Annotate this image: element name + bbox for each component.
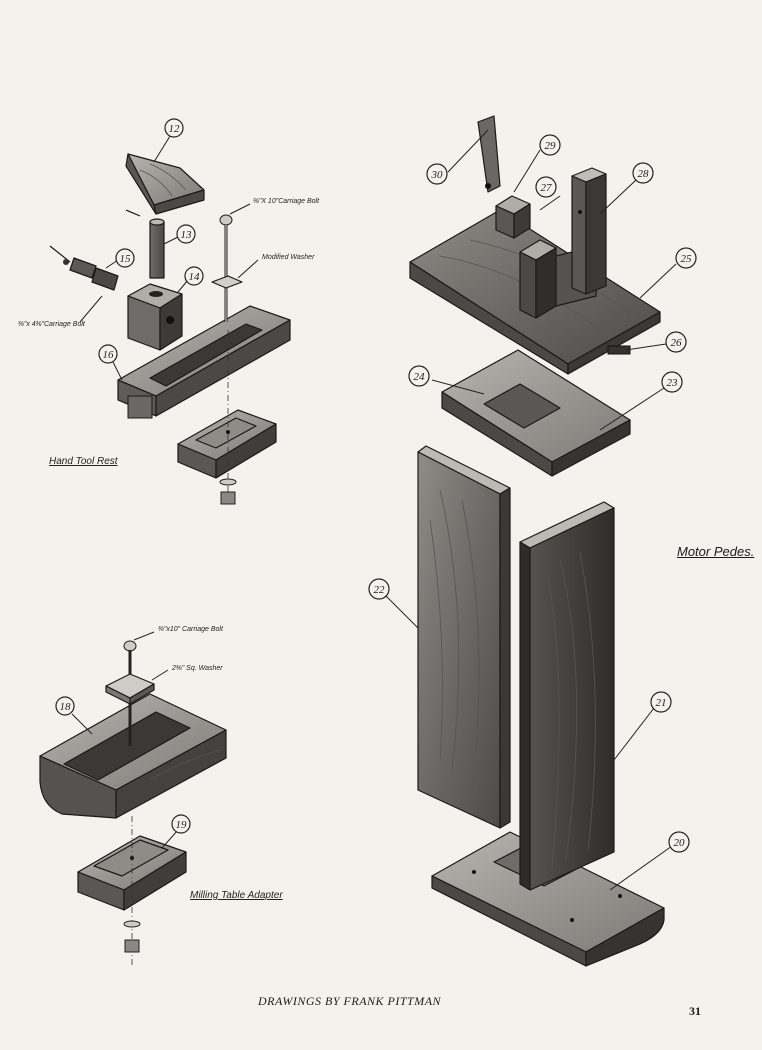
bubble-12: 12 [164, 118, 184, 138]
bubble-20: 20 [668, 831, 690, 853]
svg-text:18: 18 [60, 701, 72, 713]
part-29-block [495, 195, 531, 239]
title-motor-pedestal: Motor Pedes. [677, 544, 755, 559]
svg-text:24: 24 [414, 371, 426, 383]
svg-text:12: 12 [169, 123, 181, 135]
label-carriage-bolt-4: ⅜"x 4⅜"Carriage Bolt [18, 321, 85, 328]
bubble-15: 15 [115, 248, 135, 268]
bubble-22: 22 [368, 578, 390, 600]
clamp-block [177, 409, 277, 479]
svg-text:29: 29 [545, 140, 557, 152]
svg-text:19: 19 [176, 819, 188, 831]
carriage-bolt-10-top [219, 214, 233, 322]
svg-text:16: 16 [103, 349, 115, 361]
title-milling-table-adapter: Milling Table Adapter [190, 890, 283, 901]
motor-pedestal-group [385, 115, 677, 967]
svg-text:15: 15 [120, 253, 132, 265]
title-hand-tool-rest: Hand Tool Rest [49, 456, 118, 467]
bubble-28: 28 [632, 162, 654, 184]
hand-tool-rest-group [49, 135, 291, 505]
bubble-25: 25 [675, 247, 697, 269]
part-21-right-panel [519, 501, 615, 891]
svg-text:28: 28 [638, 168, 650, 180]
svg-text:14: 14 [189, 271, 201, 283]
bubble-26: 26 [665, 331, 687, 353]
part-13-post [149, 218, 165, 279]
svg-text:21: 21 [656, 697, 667, 709]
svg-text:20: 20 [674, 837, 686, 849]
part-19-adapter-block [77, 835, 187, 911]
svg-text:22: 22 [374, 584, 386, 596]
label-carriage-bolt-10-top: ⅜"X 10"Carriage Bolt [253, 198, 320, 205]
part-15-cam-lever [49, 245, 119, 291]
part-23-plate [441, 349, 631, 477]
label-carriage-bolt-10-bottom: ⅜"x10" Carriage Bolt [158, 626, 223, 633]
bubble-14: 14 [184, 266, 204, 286]
part-16-slotted-base [117, 305, 291, 419]
bubble-13: 13 [176, 224, 196, 244]
bubble-19: 19 [171, 814, 191, 834]
part-22-left-panel [417, 445, 511, 829]
modified-washer [211, 275, 243, 289]
part-12-rest-bar [125, 153, 205, 215]
part-18-base-plate [39, 693, 227, 819]
bubble-24: 24 [408, 365, 430, 387]
part-30-lever [477, 115, 501, 193]
part-14-post-block [127, 283, 183, 351]
bubble-23: 23 [661, 371, 683, 393]
svg-text:13: 13 [181, 229, 193, 241]
bubble-21: 21 [650, 691, 672, 713]
drawing-credit: DRAWINGS BY FRANK PITTMAN [258, 994, 442, 1008]
bubble-27: 27 [535, 176, 557, 198]
part-28-upright [571, 167, 607, 295]
svg-text:27: 27 [541, 182, 553, 194]
milling-table-adapter-group [39, 631, 227, 966]
svg-text:30: 30 [431, 169, 444, 181]
bubble-18: 18 [55, 696, 75, 716]
page-number: 31 [689, 1004, 701, 1018]
label-sq-washer: 2⅜" Sq. Washer [172, 665, 223, 672]
label-modified-washer: Modified Washer [262, 254, 315, 261]
bubble-16: 16 [98, 344, 118, 364]
svg-text:25: 25 [681, 253, 693, 265]
svg-text:26: 26 [671, 337, 683, 349]
bubble-29: 29 [539, 134, 561, 156]
bubble-30: 30 [426, 163, 448, 185]
svg-text:23: 23 [667, 377, 679, 389]
